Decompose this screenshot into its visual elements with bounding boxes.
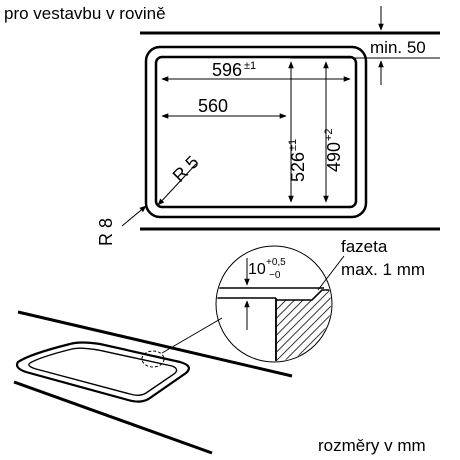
cutout-outer-frame — [144, 45, 368, 219]
inner-depth-tolerance: +2 — [323, 128, 335, 141]
hob-perspective-outer — [15, 341, 190, 403]
cutout-inner-frame — [154, 55, 358, 209]
recess-depth-value: 10 — [248, 261, 266, 278]
recess-depth-tol-lower: −0 — [269, 270, 281, 281]
detail-magnifier-circle — [215, 245, 333, 363]
worktop-front-edge — [13, 380, 213, 455]
outer-depth-tolerance: ±1 — [287, 139, 299, 151]
flush-mount-label: pro vestavbu v rovině — [4, 4, 166, 23]
bevel-leader-line — [317, 255, 345, 291]
worktop-section-hatched — [275, 289, 331, 361]
outer-width-value: 596 — [212, 60, 242, 80]
outer-radius-label: R 8 — [96, 218, 116, 246]
hob-perspective-inner — [28, 347, 178, 396]
detail-leader-line — [161, 317, 223, 354]
bevel-max-label: max. 1 mm — [341, 260, 425, 279]
worktop-back-edge — [17, 310, 293, 378]
inner-radius-label: R 5 — [169, 152, 203, 186]
recess-depth-tol-upper: +0,5 — [266, 257, 286, 268]
bevel-title-label: fazeta — [341, 237, 388, 256]
inner-depth-value: 490 — [324, 142, 344, 172]
detail-marker-circle — [141, 350, 165, 368]
outer-radius-leader — [121, 205, 147, 227]
min-clearance-label: min. 50 — [370, 38, 426, 57]
outer-depth-value: 526 — [288, 152, 308, 182]
outer-width-tolerance: ±1 — [244, 60, 256, 72]
units-note-label: rozměry v mm — [318, 436, 426, 455]
inner-radius-leader — [157, 163, 197, 206]
inner-width-value: 560 — [198, 96, 228, 116]
